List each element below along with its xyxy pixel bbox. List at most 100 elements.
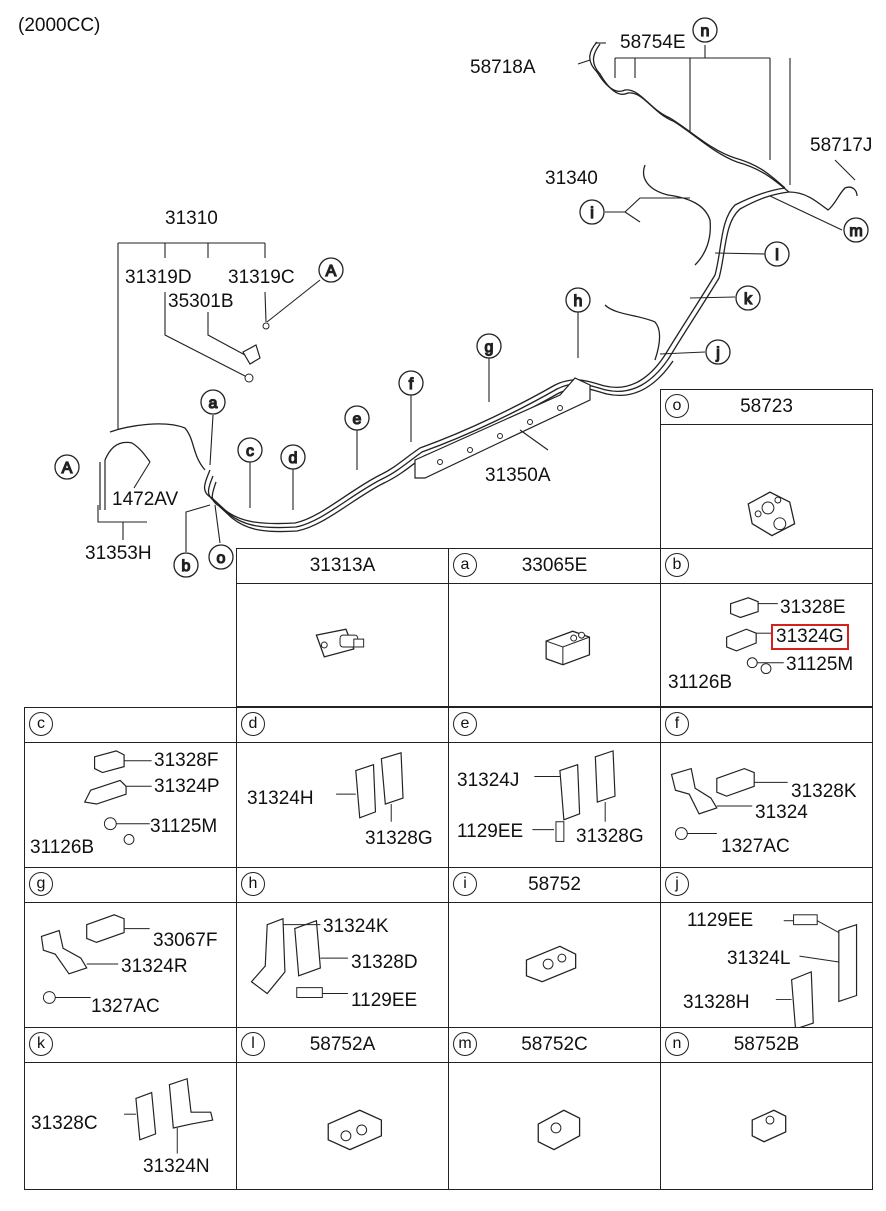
part-label: 1129EE <box>457 821 524 842</box>
part-label: 31328E <box>780 597 846 618</box>
callout-A-upper: A <box>318 257 344 283</box>
cell-l: l 58752A <box>236 1027 449 1190</box>
left-branch-pipe <box>109 423 206 471</box>
bracket-holes <box>437 405 563 465</box>
cell-letter: g <box>29 872 53 896</box>
part-label: 1129EE <box>687 910 754 931</box>
part-label: 31328C <box>31 1113 98 1134</box>
clip-35301B <box>242 344 261 365</box>
cell-a: a 33065E <box>448 548 661 707</box>
cap-31319C <box>262 322 270 330</box>
cell-31313A: 31313A <box>236 548 449 707</box>
part-drawing-k <box>124 1077 214 1154</box>
label-1472AV: 1472AV <box>112 489 179 510</box>
label-58717J: 58717J <box>810 135 872 156</box>
cell-code: 31313A <box>309 555 376 576</box>
svg-text:o: o <box>217 550 226 567</box>
part-label: 31328D <box>351 952 418 973</box>
main-line-bundle <box>203 187 790 533</box>
cell-letter: n <box>665 1032 689 1056</box>
cell-letter: a <box>453 553 477 577</box>
part-label: 31328F <box>154 750 219 771</box>
upper-vent-pipe-2 <box>592 43 790 193</box>
cell-letter: k <box>29 1032 53 1056</box>
cell-i: i 58752 <box>448 867 661 1028</box>
callout-m: m <box>843 217 869 243</box>
return-hose <box>104 441 151 463</box>
cell-b: b 31328E 31324G 31125M 31126B <box>660 548 873 707</box>
part-label: 31126B <box>30 837 95 858</box>
pipe-h-branch <box>604 304 661 361</box>
part-label: 31328K <box>791 781 857 802</box>
part-drawing-31313A <box>315 628 365 658</box>
cell-j: j 1129EE 31324L 31328H <box>660 867 873 1028</box>
svg-text:j: j <box>715 345 720 362</box>
part-label: 31328H <box>683 992 750 1013</box>
svg-text:i: i <box>590 205 594 222</box>
part-label: 31328G <box>365 828 433 849</box>
part-label: 31324N <box>143 1156 210 1177</box>
part-drawing-b <box>726 597 784 675</box>
label-31353H: 31353H <box>85 543 152 564</box>
part-drawing-58752 <box>525 945 577 983</box>
label-58718A: 58718A <box>470 57 536 78</box>
callout-A-lower: A <box>54 454 80 480</box>
part-label: 31126B <box>668 672 733 693</box>
cell-letter: l <box>241 1032 265 1056</box>
label-35301B: 35301B <box>168 291 234 312</box>
part-label: 31328G <box>576 826 644 847</box>
part-drawing-33065E <box>545 630 591 666</box>
right-end-pipe <box>788 186 858 211</box>
cell-m: m 58752C <box>448 1027 661 1190</box>
svg-text:f: f <box>409 376 414 393</box>
grommet-31319D <box>244 373 254 383</box>
cell-letter: o <box>665 394 689 418</box>
svg-text:l: l <box>775 247 779 264</box>
cell-c: c 31328F 31324P 31125M 31126B <box>24 707 237 868</box>
part-drawing-c <box>83 750 152 845</box>
callout-b: b <box>173 552 199 578</box>
callout-circles: n m i l k j h g f e d c a b o A A <box>54 17 869 578</box>
part-drawing-58752A <box>327 1109 383 1151</box>
svg-text:d: d <box>289 450 298 467</box>
callout-h: h <box>565 287 591 313</box>
part-label: 31324K <box>323 916 389 937</box>
cell-f: f 31328K 31324 1327AC <box>660 707 873 868</box>
part-drawing-f <box>670 767 788 840</box>
bracket-31350A <box>414 377 591 479</box>
part-label: 1327AC <box>91 996 160 1017</box>
cell-letter: j <box>665 872 689 896</box>
callout-n: n <box>692 17 718 43</box>
part-label: 31324R <box>121 956 188 977</box>
leader-lines <box>97 42 856 552</box>
part-drawing-e <box>532 750 616 842</box>
cell-letter: f <box>665 712 689 736</box>
callout-a: a <box>200 389 226 415</box>
part-drawing-g <box>40 914 150 1004</box>
callout-e: e <box>344 405 370 431</box>
svg-text:e: e <box>353 411 362 428</box>
cell-h: h 31324K 31328D 1129EE <box>236 867 449 1028</box>
svg-text:k: k <box>744 291 753 308</box>
callout-k: k <box>735 285 761 311</box>
cell-code: 58752 <box>528 874 581 895</box>
part-label: 1129EE <box>351 990 418 1011</box>
part-label: 31125M <box>786 654 854 675</box>
cell-code: 58752C <box>521 1034 588 1055</box>
part-label: 33067F <box>153 930 218 951</box>
svg-text:g: g <box>485 339 494 356</box>
svg-text:A: A <box>326 263 337 280</box>
svg-text:h: h <box>574 293 583 310</box>
svg-text:a: a <box>209 395 218 412</box>
svg-text:n: n <box>701 23 710 40</box>
cell-g: g 33067F 31324R 1327AC <box>24 867 237 1028</box>
callout-g: g <box>476 333 502 359</box>
cell-letter: i <box>453 872 477 896</box>
part-label: 1327AC <box>721 836 790 857</box>
part-drawing-58752B <box>751 1109 787 1143</box>
callout-o: o <box>208 544 234 570</box>
cell-letter: c <box>29 712 53 736</box>
cell-letter: e <box>453 712 477 736</box>
cell-code: 58752A <box>309 1034 376 1055</box>
